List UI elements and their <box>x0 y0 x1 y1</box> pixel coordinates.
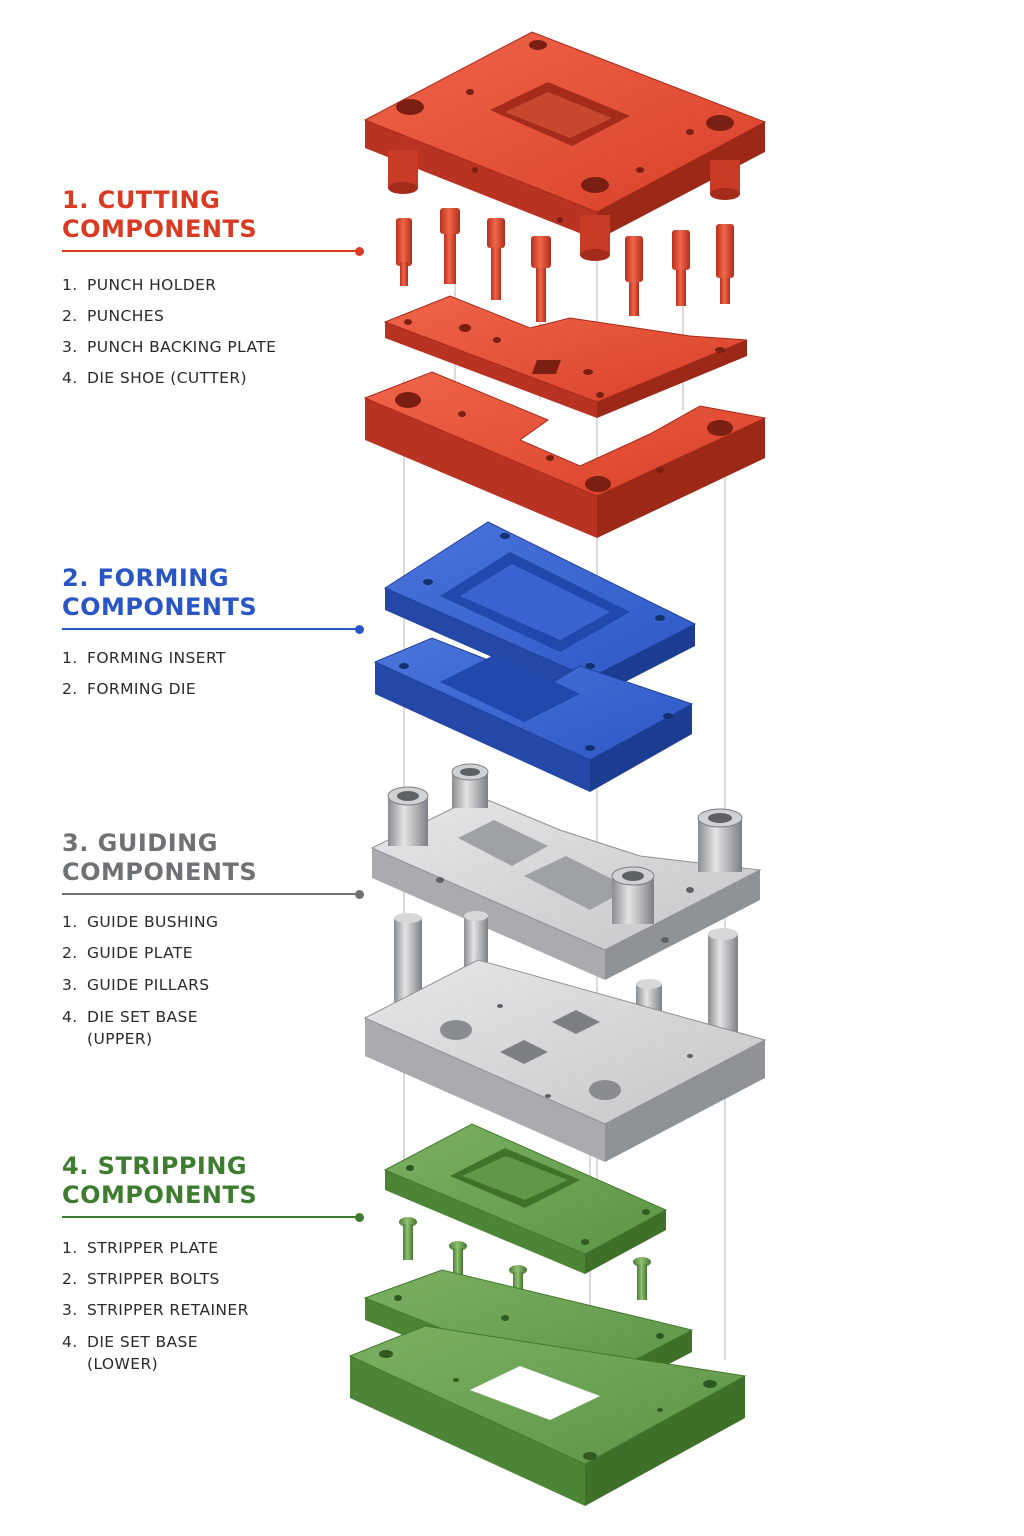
forming-die-plate <box>373 637 694 792</box>
title-line-1: 2. FORMING <box>62 564 230 592</box>
stripper-plate <box>383 1123 668 1274</box>
die-set-base-lower <box>348 1325 747 1506</box>
list-item: 1. GUIDE BUSHING <box>62 911 218 933</box>
item-label: STRIPPER RETAINER <box>87 1301 249 1319</box>
title-line-2: COMPONENTS <box>62 215 258 243</box>
punches <box>396 208 734 322</box>
leader-line-guiding <box>62 893 358 895</box>
leader-dot-guiding <box>355 890 364 899</box>
list-item: 2. STRIPPER BOLTS <box>62 1268 249 1290</box>
item-label: STRIPPER PLATE <box>87 1239 219 1257</box>
item-number: 2. <box>62 680 78 698</box>
guide-bushing <box>387 786 429 846</box>
list-item: 1. PUNCH HOLDER <box>62 274 276 296</box>
item-list-forming: 1. FORMING INSERT 2. FORMING DIE <box>62 647 226 700</box>
item-number: 1. <box>62 913 78 931</box>
punch <box>672 230 690 306</box>
item-label: GUIDE BUSHING <box>87 913 219 931</box>
guide-bushings <box>387 763 743 924</box>
title-line-2: COMPONENTS <box>62 593 258 621</box>
list-item: 1. FORMING INSERT <box>62 647 226 669</box>
leader-line-forming <box>62 628 358 630</box>
section-title-guiding: 3. GUIDING COMPONENTS <box>62 829 257 887</box>
item-number: 3. <box>62 976 78 994</box>
title-line-1: 3. GUIDING <box>62 829 218 857</box>
list-item: 1. STRIPPER PLATE <box>62 1237 249 1259</box>
item-number: 1. <box>62 276 78 294</box>
item-list-guiding: 1. GUIDE BUSHING 2. GUIDE PLATE 3. GUIDE PI… <box>62 911 218 1050</box>
section-title-cutting: 1. CUTTING COMPONENTS <box>62 186 257 244</box>
item-number: 3. <box>62 338 78 356</box>
item-list-stripping: 1. STRIPPER PLATE 2. STRIPPER BOLTS 3. STRI… <box>62 1237 249 1375</box>
punch <box>531 236 551 322</box>
punch <box>487 218 505 300</box>
item-label: DIE SHOE (CUTTER) <box>87 369 247 387</box>
stripper-bolt <box>633 1257 651 1300</box>
guide-plate <box>370 795 762 980</box>
item-number: 1. <box>62 1239 78 1257</box>
leader-dot-cutting <box>355 247 364 256</box>
list-item: 3. GUIDE PILLARS <box>62 974 218 996</box>
punch <box>625 236 643 316</box>
leader-line-cutting <box>62 250 358 252</box>
leader-dot-forming <box>355 625 364 634</box>
item-label: GUIDE PLATE <box>87 944 193 962</box>
stripper-bolt <box>399 1217 417 1260</box>
item-label: PUNCH HOLDER <box>87 276 217 294</box>
section-title-forming: 2. FORMING COMPONENTS <box>62 564 257 622</box>
item-number: 1. <box>62 649 78 667</box>
punch-backing-plate <box>383 295 748 418</box>
item-label: FORMING DIE <box>87 680 197 698</box>
punch <box>716 224 734 304</box>
die-set-base-upper <box>363 959 767 1162</box>
guide-bushing <box>697 808 743 872</box>
item-number: 4. <box>62 369 78 387</box>
punch <box>440 208 460 284</box>
list-item: 4. DIE SET BASE (LOWER) <box>62 1331 249 1375</box>
die-shoe-cutter-plate <box>363 371 767 538</box>
item-number: 2. <box>62 307 78 325</box>
forming-insert-plate <box>383 521 697 700</box>
list-item: 2. FORMING DIE <box>62 678 226 700</box>
exploded-die-assembly-illustration <box>348 31 767 1506</box>
item-number: 2. <box>62 1270 78 1288</box>
title-line-2: COMPONENTS <box>62 858 258 886</box>
item-label: PUNCHES <box>87 307 165 325</box>
punch <box>396 218 412 286</box>
item-label: PUNCH BACKING PLATE <box>87 338 277 356</box>
list-item: 2. PUNCHES <box>62 305 276 327</box>
list-item: 4. DIE SET BASE (UPPER) <box>62 1006 218 1050</box>
list-item: 4. DIE SHOE (CUTTER) <box>62 367 276 389</box>
list-item: 3. STRIPPER RETAINER <box>62 1299 249 1321</box>
item-label: DIE SET BASE <box>87 1008 198 1026</box>
item-number: 3. <box>62 1301 78 1319</box>
item-label: STRIPPER BOLTS <box>87 1270 220 1288</box>
guide-bushing <box>451 763 489 808</box>
section-title-stripping: 4. STRIPPING COMPONENTS <box>62 1152 257 1210</box>
item-label: GUIDE PILLARS <box>87 976 210 994</box>
item-label: DIE SET BASE <box>87 1333 198 1351</box>
item-label-continued: (LOWER) <box>87 1355 159 1373</box>
title-line-1: 1. CUTTING <box>62 186 221 214</box>
title-line-1: 4. STRIPPING <box>62 1152 248 1180</box>
item-label: FORMING INSERT <box>87 649 226 667</box>
item-label-continued: (UPPER) <box>87 1030 153 1048</box>
stripper-bolt <box>449 1241 467 1284</box>
list-item: 3. PUNCH BACKING PLATE <box>62 336 276 358</box>
leader-line-stripping <box>62 1216 358 1218</box>
item-number: 4. <box>62 1333 78 1351</box>
item-list-cutting: 1. PUNCH HOLDER 2. PUNCHES 3. PUNCH BACKING… <box>62 274 276 389</box>
guide-bushing <box>611 866 655 924</box>
item-number: 4. <box>62 1008 78 1026</box>
leader-dot-stripping <box>355 1213 364 1222</box>
punch-holder-plate <box>363 31 767 261</box>
list-item: 2. GUIDE PLATE <box>62 942 218 964</box>
item-number: 2. <box>62 944 78 962</box>
title-line-2: COMPONENTS <box>62 1181 258 1209</box>
